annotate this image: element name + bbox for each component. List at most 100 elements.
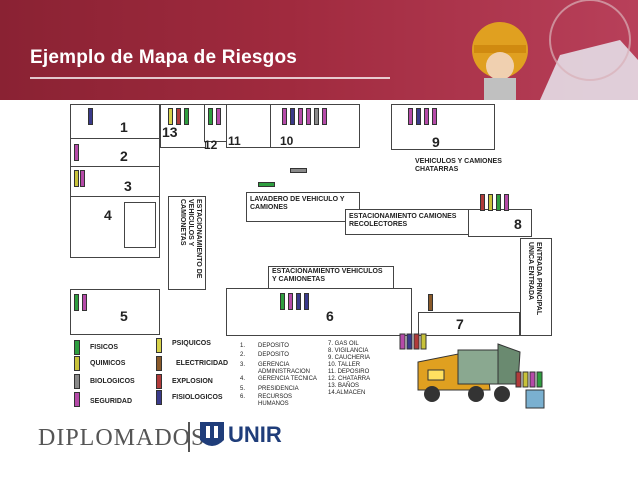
parking-recolectores — [345, 209, 469, 235]
room-7 — [418, 312, 520, 336]
legend-swatch-biologicos — [74, 374, 80, 389]
risk-marker — [428, 294, 433, 311]
area-name-6: RECURSOS HUMANOS — [258, 394, 293, 407]
legend-explosion: EXPLOSION — [172, 378, 213, 385]
room-2 — [70, 138, 160, 168]
risk-marker — [176, 108, 181, 125]
header-banner: Ejemplo de Mapa de Riesgos — [0, 0, 638, 100]
unir-logo: UNIR — [228, 422, 282, 447]
legend-swatch-explosion — [156, 374, 162, 389]
title-underline — [30, 77, 390, 79]
risk-marker — [288, 293, 293, 310]
risk-map: 1 2 3 4 5 ESTACIONAMIENTO DE VEHICULOS Y… — [68, 104, 553, 336]
risk-marker — [282, 108, 287, 125]
risk-marker — [88, 108, 93, 125]
risk-marker — [322, 108, 327, 125]
legend-quimicos: QUIMICOS — [90, 360, 126, 367]
diplomados-logo: DIPLOMADOS — [38, 425, 206, 451]
parking-vertical — [168, 196, 206, 290]
page-title: Ejemplo de Mapa de Riesgos — [30, 47, 298, 68]
risk-marker — [280, 293, 285, 310]
room-number-13: 13 — [162, 124, 178, 140]
room-11 — [226, 104, 272, 148]
room-1 — [70, 104, 160, 140]
room-number-1: 1 — [120, 119, 128, 135]
room-number-8: 8 — [514, 216, 522, 232]
lavadero-label: LAVADERO DE VEHICULO Y CAMIONES — [250, 196, 345, 211]
risk-marker — [306, 108, 311, 125]
room-9 — [391, 104, 495, 150]
room-number-6: 6 — [326, 308, 334, 324]
room-number-4: 4 — [104, 207, 112, 223]
area-name-1: DEPOSITO — [258, 343, 289, 349]
area-num-5: 5. — [240, 386, 246, 392]
risk-marker — [290, 108, 295, 125]
chatarras-label: VEHICULOS Y CAMIONES CHATARRAS — [415, 158, 502, 173]
legend-swatch-seguridad — [74, 392, 80, 407]
area-item-14: 14.ALMACEN — [328, 390, 366, 396]
risk-marker — [184, 108, 189, 125]
room-4-subroom — [124, 202, 156, 248]
risk-marker — [304, 293, 309, 310]
legend-swatch-psiquicos — [156, 338, 162, 353]
risk-marker — [168, 108, 173, 125]
area-name-3: GERENCIA ADMINISTRACION — [258, 362, 311, 375]
risk-marker — [74, 144, 79, 161]
area-item-13: 13. BAÑOS — [328, 383, 360, 389]
risk-marker — [74, 294, 79, 311]
worker-illustration-icon — [472, 0, 638, 100]
legend-swatch-fisiologicos — [156, 390, 162, 405]
parking-vehiculos — [268, 266, 394, 290]
parking-vehiculos-label: ESTACIONAMIENTO VEHICULOS Y CAMIONETAS — [272, 268, 383, 283]
risk-marker — [424, 108, 429, 125]
area-item-10: 10. TALLER — [328, 362, 361, 368]
area-item-8: 8. VIGILANCIA — [328, 348, 369, 354]
unir-shield-icon — [200, 422, 224, 446]
risk-marker — [208, 108, 213, 125]
area-item-11: 11. DEPOSIRO — [328, 369, 370, 375]
risk-marker — [82, 294, 87, 311]
room-13 — [160, 104, 206, 148]
risk-marker — [296, 293, 301, 310]
area-num-6: 6. — [240, 394, 246, 400]
parking-vertical-label: ESTACIONAMIENTO DE VEHICULOS Y CAMIONETA… — [179, 199, 202, 279]
area-item-9: 9. CAUCHERIA — [328, 355, 371, 361]
area-num-2: 2. — [240, 352, 246, 358]
area-num-3: 3. — [240, 362, 246, 368]
room-number-10: 10 — [280, 134, 294, 148]
legend-swatch-quimicos — [74, 356, 80, 371]
risk-marker — [216, 108, 221, 125]
risk-marker — [74, 170, 79, 187]
legend-seguridad: SEGURIDAD — [90, 398, 133, 405]
risk-marker — [298, 108, 303, 125]
legend-fisiologicos: FISIOLOGICOS — [172, 394, 223, 401]
room-number-12: 12 — [204, 138, 218, 152]
legend-fisicos: FISICOS — [90, 344, 119, 351]
lavadero — [246, 192, 360, 222]
room-number-9: 9 — [432, 134, 440, 150]
risk-marker — [480, 194, 485, 211]
risk-marker — [408, 108, 413, 125]
entrada — [520, 238, 552, 336]
area-item-7: 7. GAS OIL — [328, 341, 359, 347]
entrada-label: ENTRADA PRINCIPAL UNICA ENTRADA — [527, 242, 542, 315]
area-item-12: 12. CHATARRA — [328, 376, 371, 382]
parking-recolectores-label: ESTACIONAMIENTO CAMIONES RECOLECTORES — [349, 213, 457, 228]
room-8 — [468, 209, 532, 237]
garbage-truck-icon — [399, 333, 545, 409]
legend-biologicos: BIOLOGICOS — [90, 378, 135, 385]
risk-marker — [432, 108, 437, 125]
area-name-5: PRESIDENCIA — [258, 386, 299, 392]
footer-separator — [188, 422, 190, 452]
room-number-2: 2 — [120, 148, 128, 164]
legend-swatch-electricidad — [156, 356, 162, 371]
legend-electricidad: ELECTRICIDAD — [176, 360, 229, 367]
room-number-5: 5 — [120, 308, 128, 324]
legend-psiquicos: PSIQUICOS — [172, 340, 211, 347]
room-number-3: 3 — [124, 178, 132, 194]
area-name-4: GERENCIA TECNICA — [258, 376, 317, 382]
risk-marker — [496, 194, 501, 211]
risk-marker — [504, 194, 509, 211]
risk-marker — [416, 108, 421, 125]
risk-marker — [488, 194, 493, 211]
